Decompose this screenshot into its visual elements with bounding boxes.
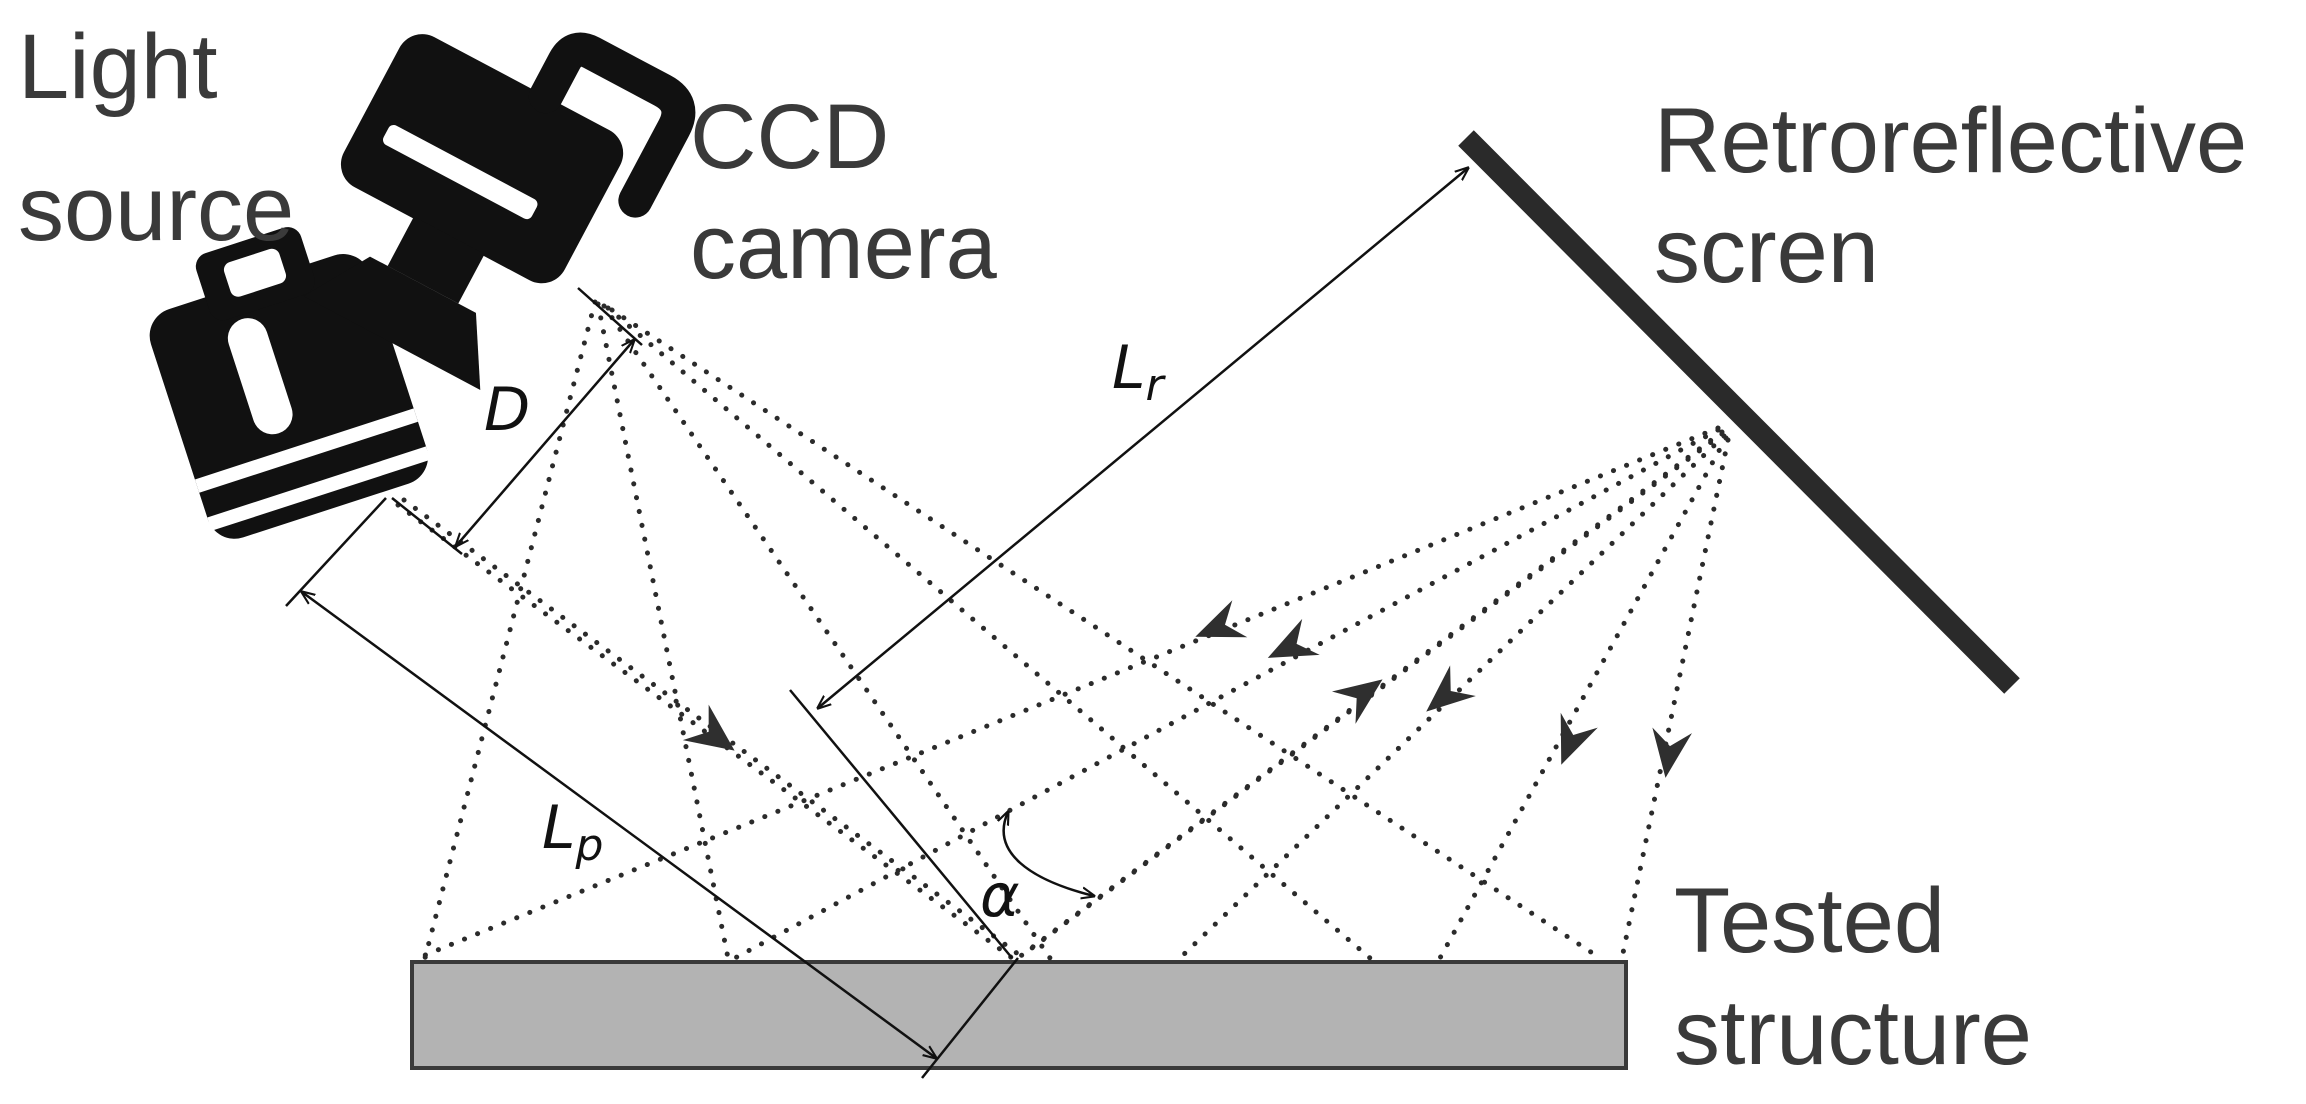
tested-structure-label: Tested structure [1674,870,2032,1084]
screen-rays [415,425,1731,961]
chevron-arrow [1331,679,1383,724]
chevron-arrow [1267,618,1320,658]
symbol-alpha: α [980,861,1020,931]
ray-direction-arrows [682,600,1692,778]
symbol-l-r: Lr [1112,333,1166,411]
symbol-d: D [484,375,530,445]
chevron-arrow [1652,727,1692,778]
chevron-arrow [1195,600,1248,638]
symbol-l-p: Lp [542,793,603,871]
chevron-arrow [1426,665,1476,712]
symbol-l-p-sub: p [574,820,603,871]
dimension-lp [285,497,1019,1079]
ccd-camera-icon [303,32,696,390]
symbol-l-r-main: L [1112,333,1145,403]
retroreflective-screen-label: Retroreflective scren [1654,90,2273,302]
symbol-l-p-main: L [542,793,575,863]
tested-structure [410,960,1628,1070]
chevron-arrow [682,704,735,751]
ccd-camera-label: CCD camera [690,86,998,298]
chevron-arrow [1560,712,1598,765]
light-source-label: Light source [18,16,294,260]
dimension-d [391,287,643,555]
angle-alpha-arc [1004,812,1094,896]
symbol-l-r-sub: r [1145,360,1166,411]
retroreflective-screen [1458,130,2020,694]
